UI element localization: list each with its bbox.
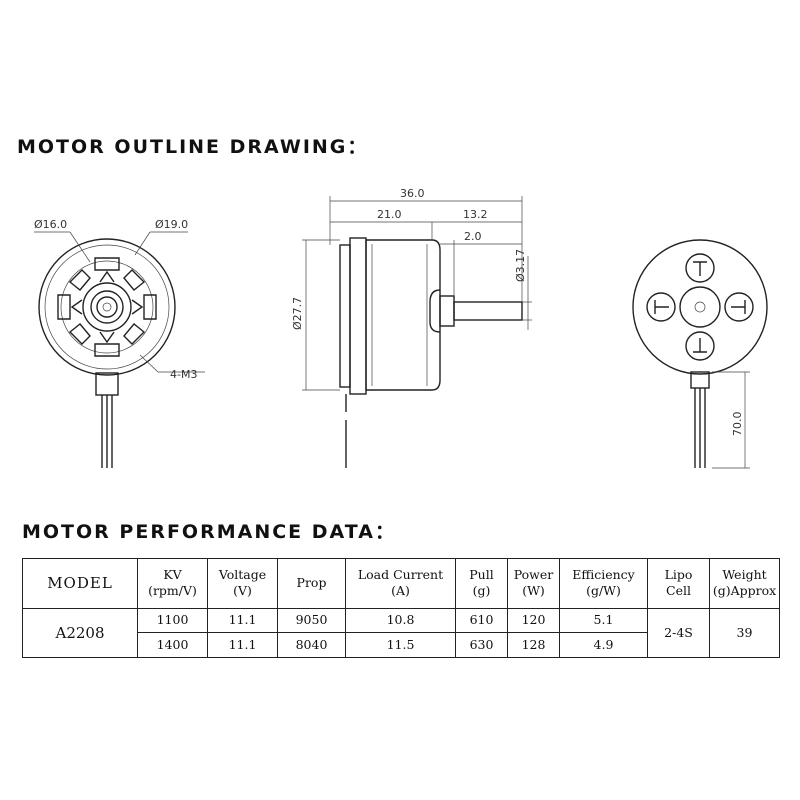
dim-mount-holes: 4-M3 (170, 368, 197, 381)
front-hub (82, 282, 132, 332)
cell-kv: 1400 (137, 632, 208, 658)
cell-voltage: 11.1 (207, 632, 278, 658)
performance-data-title: MOTOR PERFORMANCE DATA： (22, 521, 396, 543)
dim-body-dia: Ø27.7 (291, 297, 304, 330)
front-view (34, 231, 205, 468)
cell-load-current: 11.5 (345, 632, 456, 658)
cell-prop: 9050 (277, 607, 346, 634)
dim-shaft-length: 13.2 (463, 208, 488, 221)
cell-lipo-cell: 2-4S (647, 607, 710, 658)
dim-shoulder: 2.0 (464, 230, 482, 243)
cell-pull: 630 (455, 632, 508, 658)
dim-front-outer: Ø19.0 (155, 218, 188, 231)
front-outer-circle (38, 238, 176, 376)
header-weight: Weight(g)Approx (709, 558, 780, 609)
motor-shaft (453, 301, 523, 321)
rear-view (632, 239, 768, 469)
cell-power: 128 (507, 632, 560, 658)
cell-model: A2208 (22, 607, 138, 658)
header-power: Power(W) (507, 558, 560, 609)
rear-outer-circle (632, 239, 768, 375)
cell-voltage: 11.1 (207, 607, 278, 634)
header-model: MODEL (22, 558, 138, 609)
dim-body-length: 21.0 (377, 208, 402, 221)
header-voltage: Voltage(V) (207, 558, 278, 609)
cell-efficiency: 5.1 (559, 607, 648, 634)
header-kv: KV(rpm/V) (137, 558, 208, 609)
dim-front-inner: Ø16.0 (34, 218, 67, 231)
motor-body (365, 239, 441, 391)
table-header-row: MODEL KV(rpm/V) Voltage(V) Prop Load Cur… (22, 558, 780, 609)
cell-weight: 39 (709, 607, 780, 658)
dim-total-length: 36.0 (400, 187, 425, 200)
table-row: 1400 11.1 8040 11.5 630 128 4.9 (23, 632, 780, 658)
cell-load-current: 10.8 (345, 607, 456, 634)
header-load-current: Load Current(A) (345, 558, 456, 609)
cell-power: 120 (507, 607, 560, 634)
side-view (302, 196, 532, 468)
dim-shaft-dia: Ø3.17 (514, 249, 527, 282)
cell-pull: 610 (455, 607, 508, 634)
dim-lead-length: 70.0 (731, 412, 744, 437)
performance-table: MODEL KV(rpm/V) Voltage(V) Prop Load Cur… (22, 558, 780, 658)
table-row: A2208 1100 11.1 9050 10.8 610 120 5.1 2-… (22, 607, 780, 658)
cell-efficiency: 4.9 (559, 632, 648, 658)
header-prop: Prop (277, 558, 346, 609)
header-pull: Pull(g) (455, 558, 508, 609)
header-efficiency: Efficiency(g/W) (559, 558, 648, 609)
outline-drawing-title: MOTOR OUTLINE DRAWING： (17, 136, 369, 158)
cell-kv: 1100 (137, 607, 208, 634)
cell-prop: 8040 (277, 632, 346, 658)
